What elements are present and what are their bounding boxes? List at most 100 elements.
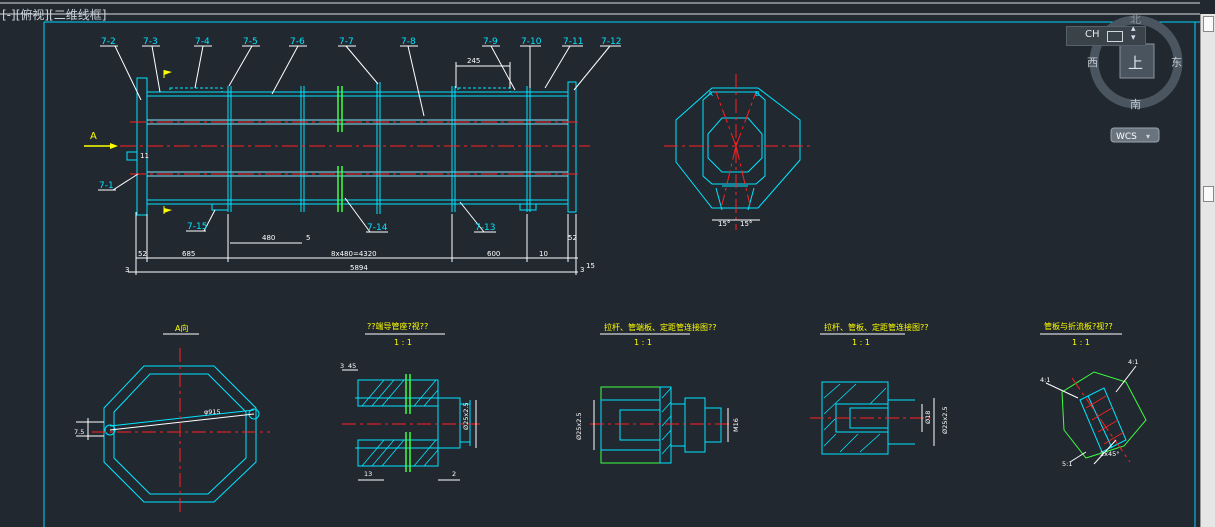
detail-a-centerlines [92,348,270,512]
detail-scales: 1 : 1 1 : 1 1 : 1 1 : 1 [394,338,1090,347]
svg-text:Ø18: Ø18 [924,411,932,424]
detail-4-leaders [1045,365,1137,465]
callout-7-5: 7-5 [243,37,258,47]
svg-text:Ø25x2.5: Ø25x2.5 [941,406,949,434]
viewcube-west[interactable]: 西 [1087,56,1098,69]
callout-7-6: 7-6 [290,37,305,47]
detail-3-scale: 1 : 1 [852,338,870,347]
svg-text:480: 480 [262,234,275,242]
section-arrow-a [84,70,172,214]
svg-text:3: 3 [340,362,344,370]
viewcube-south[interactable]: 南 [1130,98,1141,111]
scroll-thumb[interactable] [1203,186,1214,202]
break-marks [337,86,343,212]
wcs-button[interactable] [1110,127,1160,143]
viewcube-face-top[interactable] [1119,43,1155,79]
detail-4-title: 管板与折流板?视?? [1044,321,1113,331]
detail-1-green [405,374,411,472]
detail-2-dims [593,400,729,450]
main-callouts: 7-2 7-3 7-4 7-5 7-6 7-7 7-8 7-9 7-10 7-1… [99,37,621,233]
svg-text:2x45°: 2x45° [1100,450,1120,458]
callout-7-7: 7-7 [339,37,354,47]
callout-7-2: 7-2 [101,37,116,47]
callout-7-3: 7-3 [143,37,158,47]
detail-4-scale: 1 : 1 [1072,338,1090,347]
svg-text:A: A [708,90,713,98]
detail-4-centerline [1071,377,1131,463]
callout-leaders [112,45,611,233]
detail-1-scale: 1 : 1 [394,338,412,347]
svg-text:4:1: 4:1 [1128,358,1138,366]
svg-text:10: 10 [539,250,548,258]
callout-7-11: 7-11 [563,37,583,47]
viewcube[interactable]: 北 南 东 西 上 [1087,13,1183,111]
svg-text:52: 52 [568,234,577,242]
main-centerlines [120,121,590,175]
ime-text: CH [1085,29,1100,40]
detail-3-hatch [823,383,887,453]
detail-a-title: A向 [175,323,188,333]
svg-text:4:1: 4:1 [1040,376,1050,384]
svg-text:45: 45 [348,362,356,370]
section-marker-a: A [90,131,97,142]
callout-underlines [98,45,621,233]
svg-text:8x480=4320: 8x480=4320 [331,250,377,258]
scroll-up-button[interactable] [1203,16,1214,32]
end-view-text: 15° 15° A B [708,90,760,228]
detail-2-hatch [661,387,672,455]
svg-text:15: 15 [586,262,595,270]
svg-text:11: 11 [140,152,149,160]
svg-text:13: 13 [364,470,372,478]
callout-7-10: 7-10 [521,37,542,47]
viewport-controls-label[interactable]: [-][俯视][二维线框] [2,8,107,22]
chevron-down-icon[interactable]: ▾ [1146,132,1150,141]
svg-text:2: 2 [452,470,456,478]
callout-7-4: 7-4 [195,37,210,47]
ime-indicator[interactable]: CH ▴▾ [1066,24,1146,46]
detail-3-dims [921,398,935,446]
detail-4-view [1061,371,1147,459]
detail-1-title: ??端导管座?视?? [367,321,428,331]
svg-text:15°: 15° [718,220,730,228]
svg-text:7.5: 7.5 [74,428,84,436]
callout-7-14: 7-14 [367,223,388,233]
svg-text:15°: 15° [740,220,752,228]
svg-text:685: 685 [182,250,195,258]
svg-text:Ø25x2.5: Ø25x2.5 [575,412,583,440]
svg-text:52: 52 [138,250,147,258]
main-dim-text: 245 480 5 52 685 8x480=4320 600 10 52 58… [125,57,595,274]
viewcube-east[interactable]: 东 [1171,56,1182,69]
end-view-centerlines [664,74,812,230]
svg-text:5:1: 5:1 [1062,460,1072,468]
vertical-scrollbar[interactable] [1200,14,1215,527]
viewcube-ring[interactable] [1089,15,1183,109]
callout-7-8: 7-8 [401,37,416,47]
detail-titles: A向 ??端导管座?视?? 拉杆、管端板、定距管连接图?? 拉杆、管板、定距管连… [175,321,1113,333]
callout-7-12: 7-12 [601,37,621,47]
detail-4-hatch [1085,395,1125,445]
detail-2-title: 拉杆、管端板、定距管连接图?? [604,322,717,332]
detail-2-view [600,386,722,464]
detail-1-view [355,379,471,467]
detail-a-dim [76,418,104,440]
viewcube-north[interactable]: 北 [1130,13,1141,26]
viewcube-top-label[interactable]: 上 [1128,54,1143,72]
detail-2-scale: 1 : 1 [634,338,652,347]
detail-1-hatch [361,379,439,467]
wcs-label: WCS [1116,132,1137,142]
svg-text:φ915: φ915 [204,408,221,416]
svg-text:Ø25x2.5: Ø25x2.5 [462,402,470,430]
callout-7-9: 7-9 [483,37,498,47]
svg-text:3: 3 [125,266,129,274]
main-elevation [126,77,577,216]
ime-arrows-icon[interactable]: ▴▾ [1131,24,1136,43]
main-dimension-lines [128,62,578,275]
svg-text:3: 3 [580,266,584,274]
wcs-menu[interactable]: WCS ▾ [1110,127,1160,143]
callout-7-13: 7-13 [475,223,495,233]
svg-text:5: 5 [306,234,310,242]
detail-1-dims [342,369,477,481]
keyboard-icon[interactable] [1107,31,1123,42]
